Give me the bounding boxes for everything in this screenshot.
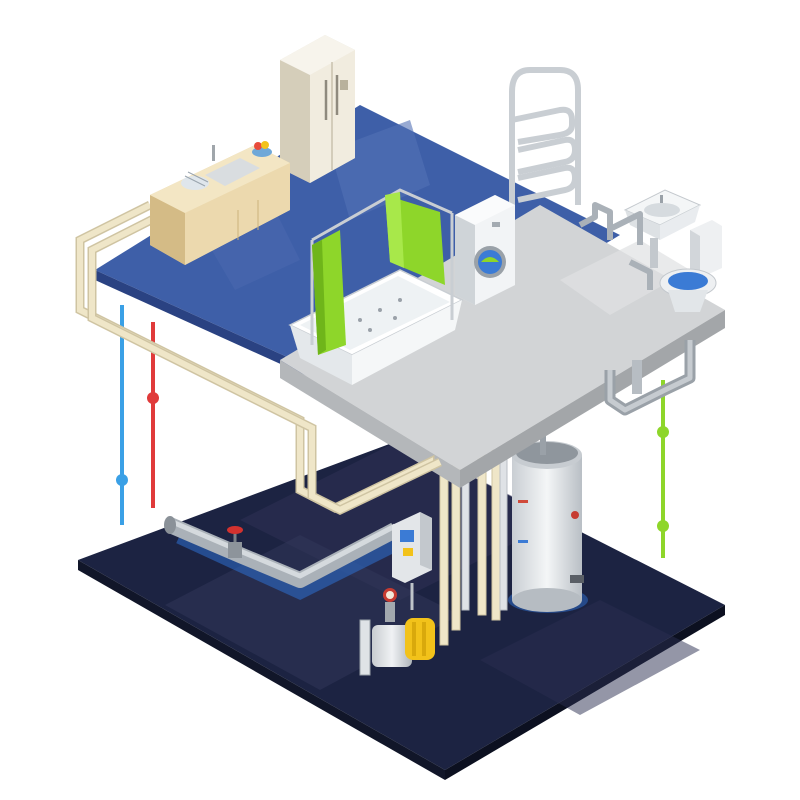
toilet-icon bbox=[659, 220, 722, 312]
refrigerator-icon bbox=[280, 35, 355, 183]
pump-icon bbox=[359, 588, 435, 676]
boiler-icon bbox=[508, 430, 588, 613]
washbasin-icon bbox=[623, 189, 702, 268]
basement-main-pipe bbox=[164, 516, 405, 600]
fruit-bowl-icon bbox=[252, 141, 272, 157]
fittings bbox=[578, 202, 653, 290]
drain-pipes bbox=[604, 340, 696, 416]
towel-warmer-icon bbox=[509, 67, 581, 235]
valve-icon bbox=[227, 526, 243, 558]
cream-pipes bbox=[75, 200, 442, 516]
shower-curtain-icon bbox=[310, 188, 454, 355]
washing-machine-icon bbox=[455, 195, 515, 305]
basement-floor bbox=[78, 440, 725, 780]
sink-cabinet-icon bbox=[150, 141, 290, 265]
control-panel-icon bbox=[392, 512, 432, 610]
dish-rack-icon bbox=[181, 171, 209, 190]
upper-floor bbox=[95, 105, 725, 488]
